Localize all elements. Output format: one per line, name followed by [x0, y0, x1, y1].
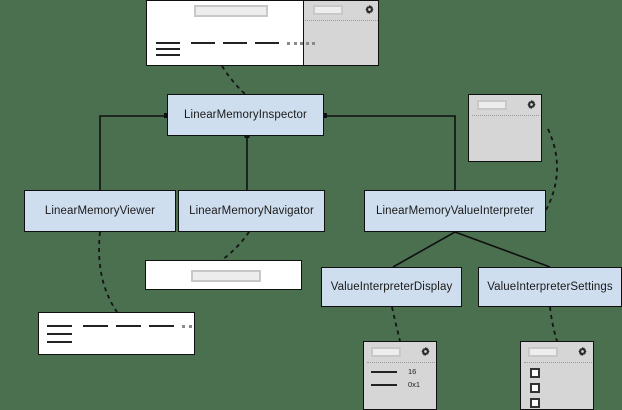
- gear-icon: [527, 100, 536, 109]
- mockup-divider: [367, 362, 435, 363]
- node-label: LinearMemoryValueInterpreter: [376, 205, 534, 217]
- edge-mockup-display: [391, 306, 401, 342]
- mockup-byte-group: [149, 325, 174, 327]
- mockup-address-row: [47, 325, 72, 327]
- node-label: ValueInterpreterDisplay: [330, 281, 453, 293]
- mockup-search-field: [371, 347, 401, 357]
- mockup-divider: [472, 115, 539, 116]
- mockup-address-row: [156, 54, 180, 56]
- mockup-ascii-area: [287, 42, 315, 45]
- node-linear-memory-value-interpreter[interactable]: LinearMemoryValueInterpreter: [364, 190, 546, 232]
- node-label: LinearMemoryNavigator: [189, 205, 314, 217]
- mockup-search-field: [194, 5, 268, 17]
- mockup-value-decimal: 16: [408, 367, 417, 376]
- gear-icon: [421, 347, 430, 356]
- mockup-divider: [524, 362, 592, 363]
- mockup-address-input: [191, 270, 261, 282]
- edge-mockup-navigator: [221, 231, 250, 261]
- gear-icon: [365, 5, 374, 14]
- node-value-interpreter-settings[interactable]: ValueInterpreterSettings: [478, 267, 622, 307]
- mockup-checkbox: [530, 398, 540, 408]
- mockup-address-row: [156, 48, 180, 50]
- mockup-ascii-area: [182, 325, 194, 328]
- mockup-address-row: [47, 333, 72, 335]
- node-linear-memory-inspector[interactable]: LinearMemoryInspector: [167, 94, 324, 136]
- mockup-value-label: [371, 384, 397, 386]
- linear-memory-inspector-mockup: [146, 0, 379, 66]
- mockup-address-row: [47, 341, 72, 343]
- node-linear-memory-navigator[interactable]: LinearMemoryNavigator: [178, 190, 325, 232]
- mockup-address-row: [156, 42, 180, 44]
- mockup-search-field: [477, 100, 507, 110]
- mockup-byte-group: [223, 42, 247, 44]
- edge-mockup-inspector: [221, 65, 246, 95]
- edge-inspector-navigator: [244, 133, 250, 190]
- value-interpreter-mockup: [468, 94, 542, 162]
- mockup-checkbox: [530, 383, 540, 393]
- mockup-checkbox: [530, 368, 540, 378]
- mockup-value-label: [371, 371, 397, 373]
- edge-mockup-interpreter: [545, 128, 558, 211]
- mockup-byte-group: [191, 42, 215, 44]
- node-label: LinearMemoryViewer: [44, 205, 156, 217]
- edge-interpreter-display: [392, 231, 456, 268]
- edge-mockup-settings: [549, 306, 558, 342]
- mockup-byte-group: [83, 325, 108, 327]
- mockup-byte-group: [255, 42, 279, 44]
- mockup-search-field: [528, 347, 558, 357]
- edge-interpreter-settings: [454, 231, 551, 268]
- edge-mockup-viewer: [98, 231, 118, 313]
- mockup-sidebar-divider: [305, 20, 378, 21]
- node-linear-memory-viewer[interactable]: LinearMemoryViewer: [24, 190, 176, 232]
- interpreter-display-mockup: 16 0x1: [363, 341, 437, 410]
- mockup-value-hex: 0x1: [408, 380, 421, 389]
- node-label: ValueInterpreterSettings: [487, 281, 613, 293]
- viewer-mockup: [38, 312, 195, 355]
- navigator-mockup: [145, 260, 302, 290]
- edge-inspector-interpreter: [322, 113, 456, 190]
- interpreter-settings-mockup: [520, 341, 594, 410]
- node-value-interpreter-display[interactable]: ValueInterpreterDisplay: [321, 267, 462, 307]
- edge-inspector-viewer: [99, 113, 169, 190]
- gear-icon: [578, 347, 587, 356]
- mockup-byte-group: [116, 325, 141, 327]
- node-label: LinearMemoryInspector: [184, 109, 307, 121]
- mockup-sidebar-search-field: [313, 5, 343, 15]
